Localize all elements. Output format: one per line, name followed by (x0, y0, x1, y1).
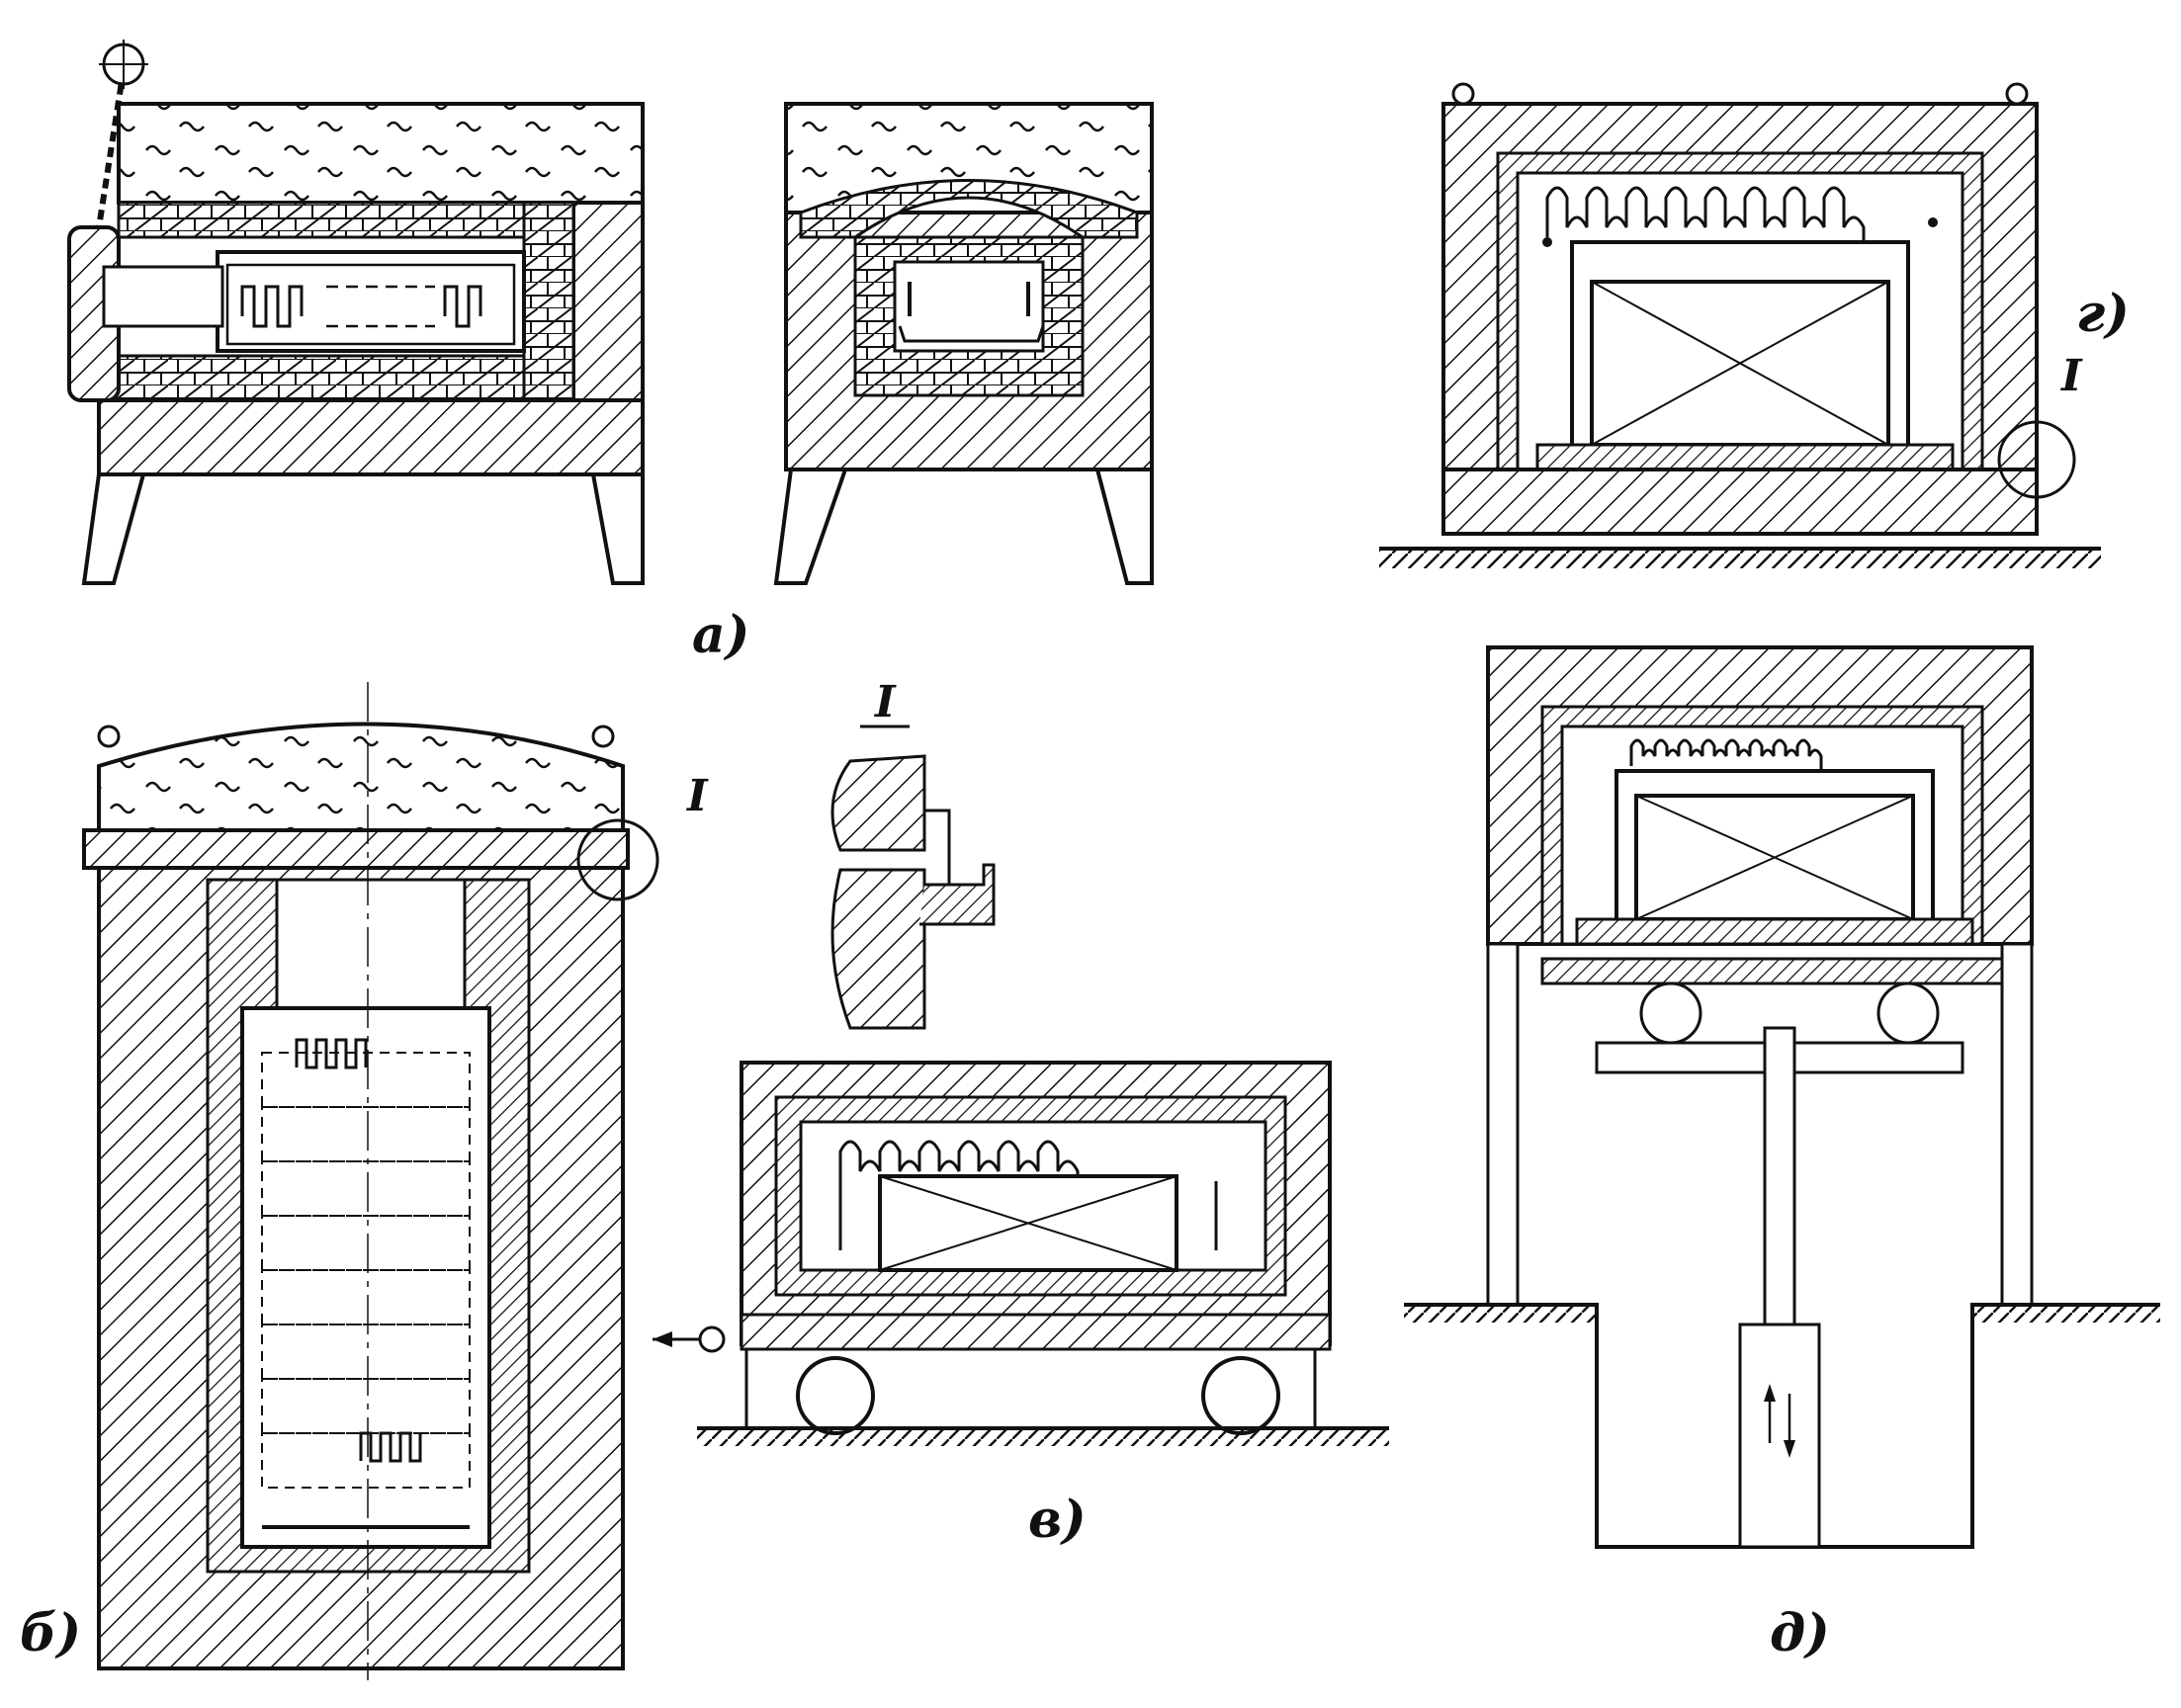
figure-a-front-section (773, 102, 1154, 585)
detail-upper-wall (830, 754, 926, 852)
d-cylinder (1738, 1323, 1821, 1549)
label-b: б) (20, 1603, 81, 1664)
a-side-heater-left (240, 285, 304, 328)
a-side-insulation-top (117, 102, 645, 205)
d-ram (1763, 1026, 1796, 1326)
d-wheel-right (1876, 982, 1940, 1045)
v-car-platform (740, 1313, 1332, 1351)
figure-a-side-section (67, 40, 645, 585)
d-heater-top (1629, 738, 1823, 776)
g-stand (1441, 468, 2039, 536)
detail-trough (919, 863, 996, 926)
a-side-body-outer (571, 201, 645, 402)
a-side-leg-left (81, 473, 145, 585)
figure-g-bell-furnace (1379, 82, 2101, 568)
g-heater-top (1545, 186, 1866, 267)
a-side-muffle (225, 263, 516, 346)
detail-i-sand-seal (830, 725, 996, 1030)
d-ground-left-hatch (1404, 1305, 1597, 1323)
a-side-leg-right (591, 473, 645, 585)
detail-lower-wall (830, 868, 926, 1030)
b-chamber (240, 1006, 491, 1549)
b-detail-callout-circle (576, 818, 659, 901)
d-hearth (1575, 917, 1974, 946)
figure-v-car-bottom-furnace (653, 1061, 1389, 1446)
a-front-chamber (893, 260, 1045, 353)
g-base-plate (1535, 443, 1955, 471)
v-wheel-right (1201, 1356, 1280, 1435)
d-platform (1540, 957, 2014, 985)
b-lid (82, 828, 630, 870)
b-lid-insulation (97, 722, 625, 832)
d-ground-right-hatch (1972, 1305, 2160, 1323)
label-g: г) (2076, 284, 2130, 344)
a-side-top-lining (117, 201, 575, 239)
figure-b-shaft-furnace (82, 682, 659, 1680)
a-side-heater-right (443, 285, 482, 328)
v-heater-top (838, 1140, 1080, 1201)
g-detail-callout-circle (1997, 420, 2076, 499)
v-pull-hook (698, 1325, 726, 1353)
a-front-leg-right (1095, 469, 1154, 585)
v-wheel-left (796, 1356, 875, 1435)
label-v: в) (1028, 1490, 1087, 1550)
a-side-lining-right (522, 201, 575, 402)
d-column-left (1486, 942, 1520, 1307)
d-column-right (2000, 942, 2034, 1307)
callout-i-b: I (685, 771, 709, 821)
v-ground-hatch (697, 1428, 1389, 1446)
a-side-door-chain (96, 68, 127, 228)
a-side-base (97, 398, 645, 476)
d-wheel-left (1639, 982, 1702, 1045)
detail-knife (924, 809, 951, 890)
label-a: а) (692, 605, 749, 665)
a-side-door-frame (102, 265, 224, 328)
figure-d-elevator-furnace (1404, 645, 2160, 1549)
g-ground-hatch (1379, 549, 2101, 568)
a-front-leg-left (773, 469, 847, 585)
label-d: д) (1770, 1603, 1830, 1664)
a-front-arch (799, 179, 1139, 239)
b-shaft (275, 878, 467, 1010)
detail-i-title: I (873, 677, 897, 727)
a-side-bottom-lining (102, 354, 526, 402)
callout-i-g: I (2059, 351, 2083, 401)
b-heater-rows (261, 1038, 471, 1489)
a-front-hearth-tray (898, 325, 1045, 343)
